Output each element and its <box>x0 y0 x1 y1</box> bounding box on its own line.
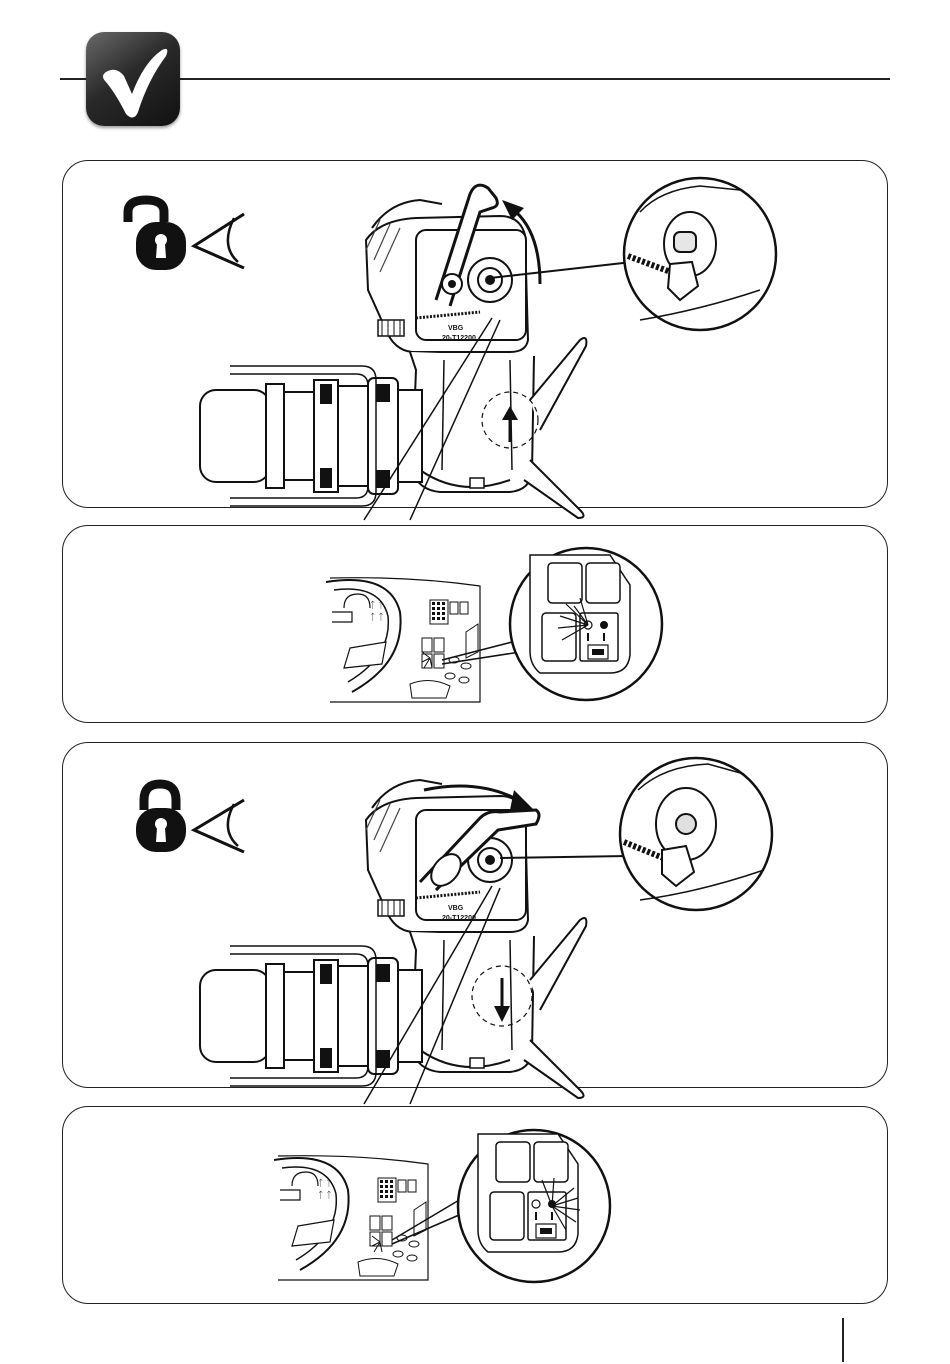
pin-detail-unlocked <box>624 178 776 330</box>
coupling-drawing-unlocked <box>200 185 586 518</box>
switch-detail-locked <box>458 1130 610 1282</box>
dashboard-drawing-unlocked <box>326 572 480 702</box>
eye-icon <box>194 214 244 268</box>
switch-detail-unlocked <box>510 548 662 700</box>
open-padlock-icon <box>128 200 186 270</box>
pin-detail-locked <box>620 758 772 910</box>
closed-padlock-icon <box>136 784 186 852</box>
dashboard-drawing-locked <box>274 1150 428 1280</box>
eye-icon <box>194 800 244 852</box>
coupling-drawing-locked <box>200 780 586 1098</box>
